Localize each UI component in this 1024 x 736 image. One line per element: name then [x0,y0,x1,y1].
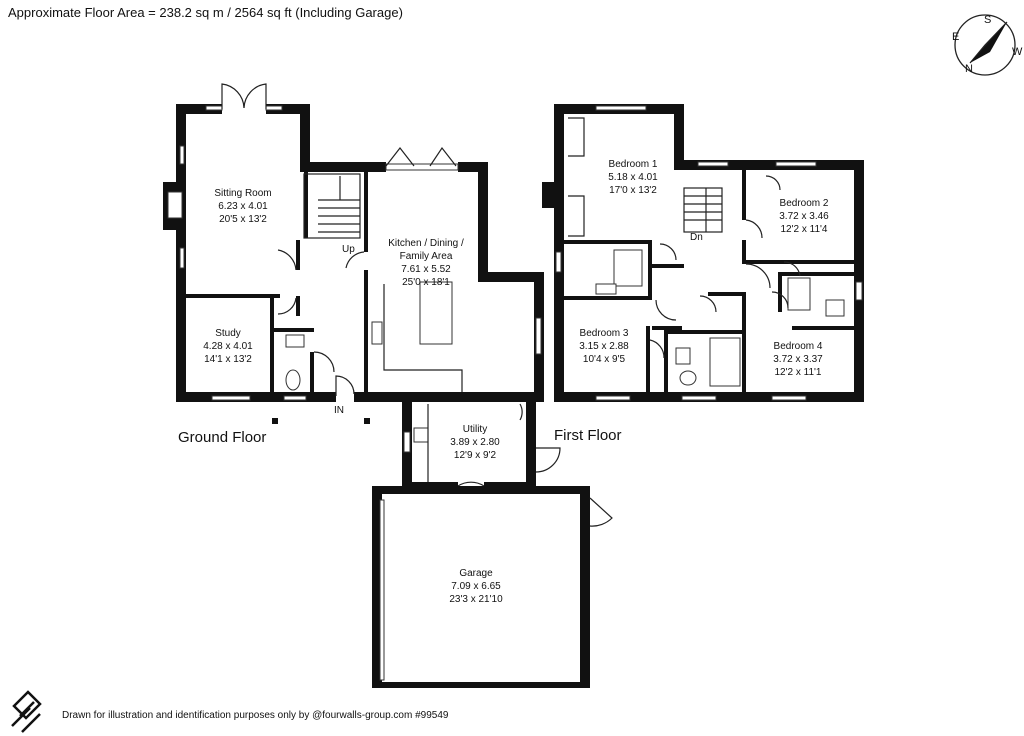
stairs-up-label: Up [342,244,355,255]
compass-w-label: W [1012,46,1023,58]
room-name-line2: Family Area [400,251,453,262]
ground-floor-label: Ground Floor [178,429,266,446]
stairs-down-label: Dn [690,232,703,243]
room-utility: Utility 3.89 x 2.80 12'9 x 9'2 [450,424,500,461]
room-name: Bedroom 2 [780,198,829,209]
compass-s-label: S [984,14,991,26]
disclaimer-text: Drawn for illustration and identificatio… [62,710,449,721]
room-imperial: 25'0 x 18'1 [402,277,450,288]
room-metric: 5.18 x 4.01 [608,172,658,183]
room-metric: 6.23 x 4.01 [218,201,268,212]
room-imperial: 17'0 x 13'2 [609,185,657,196]
compass-icon: S E W N [952,14,1023,76]
room-imperial: 23'3 x 21'10 [449,594,503,605]
fourwalls-logo-icon [11,690,42,733]
room-imperial: 12'2 x 11'4 [780,224,827,235]
room-imperial: 12'2 x 11'1 [774,367,821,378]
room-kitchen: Kitchen / Dining / Family Area 7.61 x 5.… [388,238,464,288]
room-name: Bedroom 4 [774,341,823,352]
room-name: Bedroom 3 [580,328,629,339]
room-metric: 3.15 x 2.88 [579,341,629,352]
room-name: Bedroom 1 [609,159,658,170]
room-bedroom-4: Bedroom 4 3.72 x 3.37 12'2 x 11'1 [773,341,823,378]
room-name: Utility [463,424,487,435]
room-name: Study [215,328,241,339]
compass-e-label: E [952,31,959,43]
room-bedroom-1: Bedroom 1 5.18 x 4.01 17'0 x 13'2 [608,159,658,196]
room-metric: 7.09 x 6.65 [451,581,501,592]
room-imperial: 20'5 x 13'2 [219,214,267,225]
room-metric: 3.72 x 3.37 [773,354,823,365]
first-floor-plan [542,104,864,402]
room-metric: 3.89 x 2.80 [450,437,500,448]
room-study: Study 4.28 x 4.01 14'1 x 13'2 [203,328,253,365]
room-imperial: 10'4 x 9'5 [583,354,626,365]
room-name-line1: Kitchen / Dining / [388,238,464,249]
room-metric: 4.28 x 4.01 [203,341,253,352]
room-imperial: 14'1 x 13'2 [204,354,252,365]
compass-n-label: N [965,63,973,75]
first-floor-label: First Floor [554,427,622,444]
ground-floor-plan [163,83,544,424]
room-bedroom-2: Bedroom 2 3.72 x 3.46 12'2 x 11'4 [779,198,829,235]
room-name: Sitting Room [214,188,271,199]
room-bedroom-3: Bedroom 3 3.15 x 2.88 10'4 x 9'5 [579,328,629,365]
garage-plan [372,486,613,688]
floor-area-text: Approximate Floor Area = 238.2 sq m / 25… [8,5,403,20]
room-name: Garage [459,568,493,579]
room-metric: 3.72 x 3.46 [779,211,829,222]
room-imperial: 12'9 x 9'2 [454,450,497,461]
room-metric: 7.61 x 5.52 [401,264,451,275]
entrance-label: IN [334,405,344,416]
room-garage: Garage 7.09 x 6.65 23'3 x 21'10 [449,568,503,605]
room-sitting: Sitting Room 6.23 x 4.01 20'5 x 13'2 [214,188,271,225]
